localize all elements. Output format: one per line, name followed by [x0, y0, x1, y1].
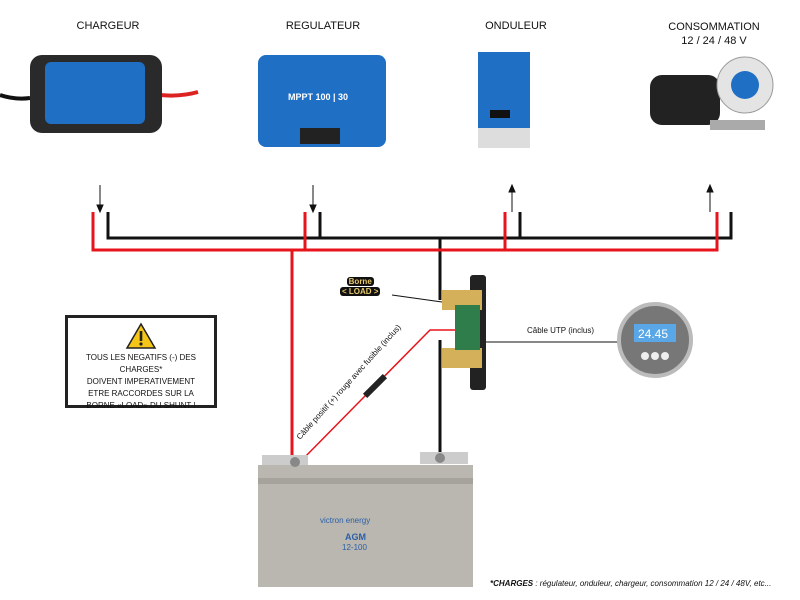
positive-cable-label: Câble positif (+) rouge avec fusible (in… — [295, 323, 403, 442]
fuse-icon — [362, 373, 388, 399]
label-chargeur: CHARGEUR — [76, 20, 140, 32]
battery-monitor-icon: 24.45 — [617, 302, 693, 378]
warning-line: BORNE «LOAD» DU SHUNT ! — [86, 401, 196, 410]
negative-bus — [106, 212, 733, 455]
label-regulateur: REGULATEUR — [285, 20, 361, 32]
label-consommation: CONSOMMATION 12 / 24 / 48 V — [634, 20, 794, 48]
warning-line: TOUS LES NEGATIFS (-) DES CHARGES* — [86, 353, 196, 374]
battery-type: AGM — [345, 532, 366, 542]
utp-cable-label: Câble UTP (inclus) — [527, 326, 594, 335]
label-consommation-line1: CONSOMMATION — [668, 21, 760, 33]
load-terminal-label: Borne < LOAD > — [340, 277, 381, 297]
warning-line: ETRE RACCORDES SUR LA — [88, 389, 194, 398]
battery-charger-icon — [0, 55, 199, 133]
warning-icon — [125, 322, 157, 349]
water-pump-icon — [650, 56, 774, 130]
inverter-icon — [478, 52, 530, 148]
positive-sense-cable — [299, 329, 462, 463]
footnote: *CHARGES : régulateur, onduleur, chargeu… — [490, 579, 771, 588]
label-onduleur: ONDULEUR — [485, 20, 547, 32]
battery-icon: victron energy AGM 12-100 — [258, 452, 473, 587]
positive-bus — [91, 212, 719, 462]
regulator-model-text: MPPT 100 | 30 — [288, 92, 348, 102]
solar-charge-controller-icon: MPPT 100 | 30 — [258, 55, 386, 147]
shunt-icon — [442, 275, 486, 390]
footnote-text: : régulateur, onduleur, chargeur, consom… — [533, 579, 772, 588]
battery-model: 12-100 — [342, 543, 367, 552]
warning-box: TOUS LES NEGATIFS (-) DES CHARGES* DOIVE… — [65, 315, 217, 410]
label-consommation-line2: 12 / 24 / 48 V — [681, 35, 747, 47]
monitor-display: 24.45 — [638, 327, 668, 341]
flow-arrows — [96, 183, 714, 214]
load-label-line2: < LOAD > — [340, 287, 381, 296]
load-label-line1: Borne — [346, 277, 374, 286]
warning-line: DOIVENT IMPERATIVEMENT — [86, 377, 196, 386]
load-pointer — [391, 294, 443, 303]
battery-brand: victron energy — [320, 516, 370, 525]
footnote-bold: *CHARGES — [490, 579, 534, 588]
